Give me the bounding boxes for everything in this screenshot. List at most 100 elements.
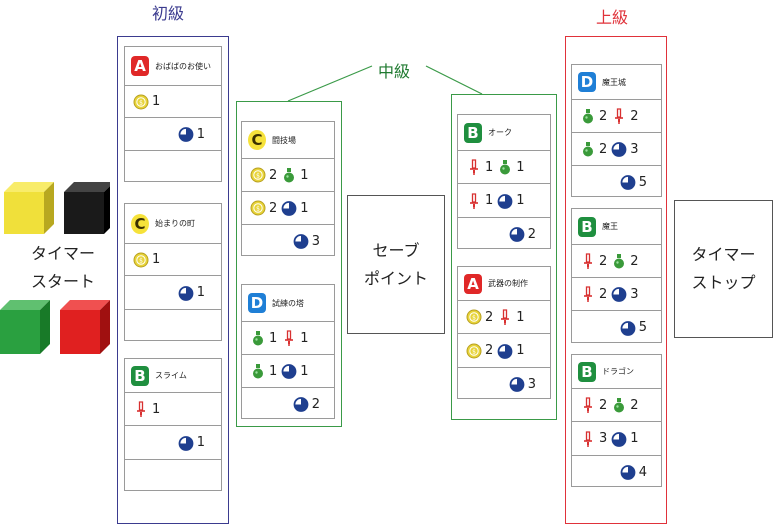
timer-item: 3 [293, 233, 324, 249]
timer-icon [620, 174, 636, 190]
card-letter-badge: B [578, 361, 596, 382]
card-letter-badge: C [131, 213, 149, 234]
coin-value: 1 [152, 94, 161, 109]
sword-item: 2 [580, 286, 611, 302]
svg-text:$: $ [139, 257, 143, 264]
card-letter-badge: A [464, 273, 482, 294]
timer-item: 1 [178, 285, 209, 301]
card-header: A 武器の制作 [458, 267, 550, 300]
sword-item: 2 [611, 108, 642, 124]
timer-stop-box: タイマー ストップ [674, 200, 773, 338]
coin-value: 2 [485, 309, 494, 325]
potion-icon [250, 330, 266, 346]
card-row: 1 [125, 275, 221, 309]
coin-icon: $ [466, 343, 482, 359]
card-row: 1 [125, 117, 221, 150]
save-point-line1: セーブ [372, 240, 420, 260]
potion-value: 1 [300, 167, 309, 183]
sword-value: 2 [599, 397, 608, 413]
timer-item: 3 [611, 286, 642, 302]
card-name: スライム [155, 371, 187, 380]
potion-icon [611, 253, 627, 269]
sword-icon [580, 286, 596, 302]
timer-value: 3 [630, 141, 639, 157]
potion-icon [497, 159, 513, 175]
group-intermediate-left [236, 101, 342, 427]
card-letter-badge: B [578, 216, 596, 237]
sword-item: 2 [580, 397, 611, 413]
card-header: B 魔王 [572, 209, 661, 244]
save-point-line2: ポイント [363, 268, 428, 288]
potion-item: 2 [611, 253, 642, 269]
timer-item: 1 [611, 431, 642, 447]
timer-item: 3 [611, 141, 642, 157]
coin-value: 2 [485, 343, 494, 358]
tier-title-intermediate: 中級 [378, 62, 411, 81]
timer-value: 3 [630, 286, 639, 302]
sword-value: 2 [630, 108, 639, 124]
card-name: おばばのお使い [155, 61, 211, 71]
timer-value: 1 [300, 200, 309, 216]
timer-start-cubes [0, 182, 110, 354]
red-cube [60, 300, 110, 354]
timer-value: 1 [516, 343, 525, 358]
tier-title-beginner: 初級 [152, 4, 185, 23]
sword-icon [497, 309, 513, 325]
coin-icon: $ [133, 94, 149, 110]
timer-icon [611, 286, 627, 302]
card-name: 魔王 [602, 222, 618, 231]
potion-item: 2 [580, 141, 611, 157]
card-row: 3 [242, 224, 334, 257]
sword-item: 1 [497, 309, 528, 325]
card-row: 2 [242, 387, 334, 420]
sword-icon [580, 397, 596, 413]
timer-item: 1 [497, 193, 528, 209]
potion-value: 2 [599, 141, 608, 157]
timer-icon [293, 396, 309, 412]
coin-icon: $ [466, 309, 482, 325]
group-intermediate-right [451, 94, 557, 420]
timer-start-label: タイマー スタート [20, 240, 106, 296]
svg-text:$: $ [256, 206, 260, 213]
card-name: 武器の制作 [488, 279, 528, 288]
potion-item: 1 [250, 363, 281, 379]
timer-icon [497, 343, 513, 359]
timer-icon [509, 226, 525, 242]
timer-icon [281, 363, 297, 379]
potion-value: 2 [630, 397, 639, 413]
coin-item: $1 [133, 94, 164, 110]
yellow-cube [4, 182, 54, 234]
timer-stop-line2: ストップ [691, 273, 756, 292]
save-point-box: セーブ ポイント [347, 195, 445, 334]
timer-value: 4 [638, 464, 647, 480]
card-row: 2 [458, 217, 550, 250]
card-row: $1 [125, 85, 221, 117]
card-row [125, 459, 221, 492]
timer-item: 5 [620, 174, 651, 190]
timer-icon [620, 320, 636, 336]
timer-stop-line1: タイマー [691, 245, 756, 264]
sword-value: 1 [485, 193, 494, 208]
potion-value: 1 [516, 159, 525, 175]
coin-icon: $ [133, 252, 149, 268]
sword-item: 1 [281, 330, 312, 346]
coin-value: 2 [269, 200, 278, 216]
potion-value: 2 [599, 108, 608, 124]
sword-icon [133, 401, 149, 417]
